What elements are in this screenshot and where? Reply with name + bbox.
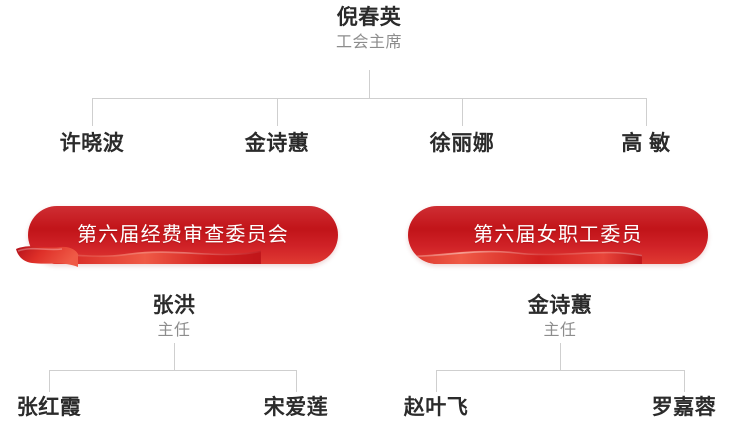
connector-committee-2-stem [560,343,561,371]
org-node-committee-2-member-2: 罗嘉蓉 [652,394,717,421]
org-node-level-two-4-name: 高 敏 [621,132,671,155]
connector-drop-1 [92,98,93,126]
org-node-level-two-2-name: 金诗蕙 [244,132,310,155]
connector-committee-2-drop-2 [684,370,685,392]
org-node-committee-1-head-name: 张洪 [152,294,196,317]
org-node-level-two-1-name: 许晓波 [59,132,125,155]
org-node-committee-2-head-title: 主任 [543,322,577,339]
connector-committee-1-drop-2 [296,370,297,392]
org-node-level-two-1: 许晓波 [60,130,125,157]
org-node-committee-1-head: 张洪 主任 [153,292,196,342]
committee-banner-1-label: 第六届经费审查委员会 [77,224,289,246]
org-node-committee-1-member-1: 张红霞 [17,394,82,421]
committee-banner-2-label: 第六届女职工委员 [473,224,643,246]
org-node-level-two-4: 高 敏 [621,130,670,157]
org-node-committee-2-member-1-name: 赵叶飞 [403,396,469,419]
org-node-root-title: 工会主席 [335,34,403,51]
connector-committee-2-bar [436,370,684,371]
connector-drop-3 [462,98,463,126]
org-node-committee-2-head: 金诗蕙 主任 [528,292,593,342]
connector-drop-2 [277,98,278,126]
org-node-committee-1-member-2: 宋爱莲 [264,394,329,421]
org-node-committee-2-member-2-name: 罗嘉蓉 [651,396,717,419]
org-node-committee-2-head-name: 金诗蕙 [527,294,593,317]
connector-drop-4 [646,98,647,126]
connector-root-stem [369,70,370,99]
committee-banner-2[interactable]: 第六届女职工委员 [408,206,708,264]
org-node-level-two-3-name: 徐丽娜 [429,132,495,155]
org-node-committee-1-member-2-name: 宋爱莲 [263,396,329,419]
org-node-level-two-2: 金诗蕙 [245,130,310,157]
org-node-root-name: 倪春英 [336,6,402,29]
org-node-root: 倪春英 工会主席 [336,4,402,54]
org-node-level-two-3: 徐丽娜 [430,130,495,157]
org-node-committee-2-member-1: 赵叶飞 [404,394,469,421]
org-node-committee-1-head-title: 主任 [157,322,191,339]
connector-committee-1-stem [174,343,175,371]
connector-committee-1-drop-1 [49,370,50,392]
committee-banner-1[interactable]: 第六届经费审查委员会 [28,206,338,264]
connector-committee-1-bar [49,370,296,371]
org-node-committee-1-member-1-name: 张红霞 [16,396,82,419]
connector-level-two-bar [92,98,646,99]
connector-committee-2-drop-1 [436,370,437,392]
